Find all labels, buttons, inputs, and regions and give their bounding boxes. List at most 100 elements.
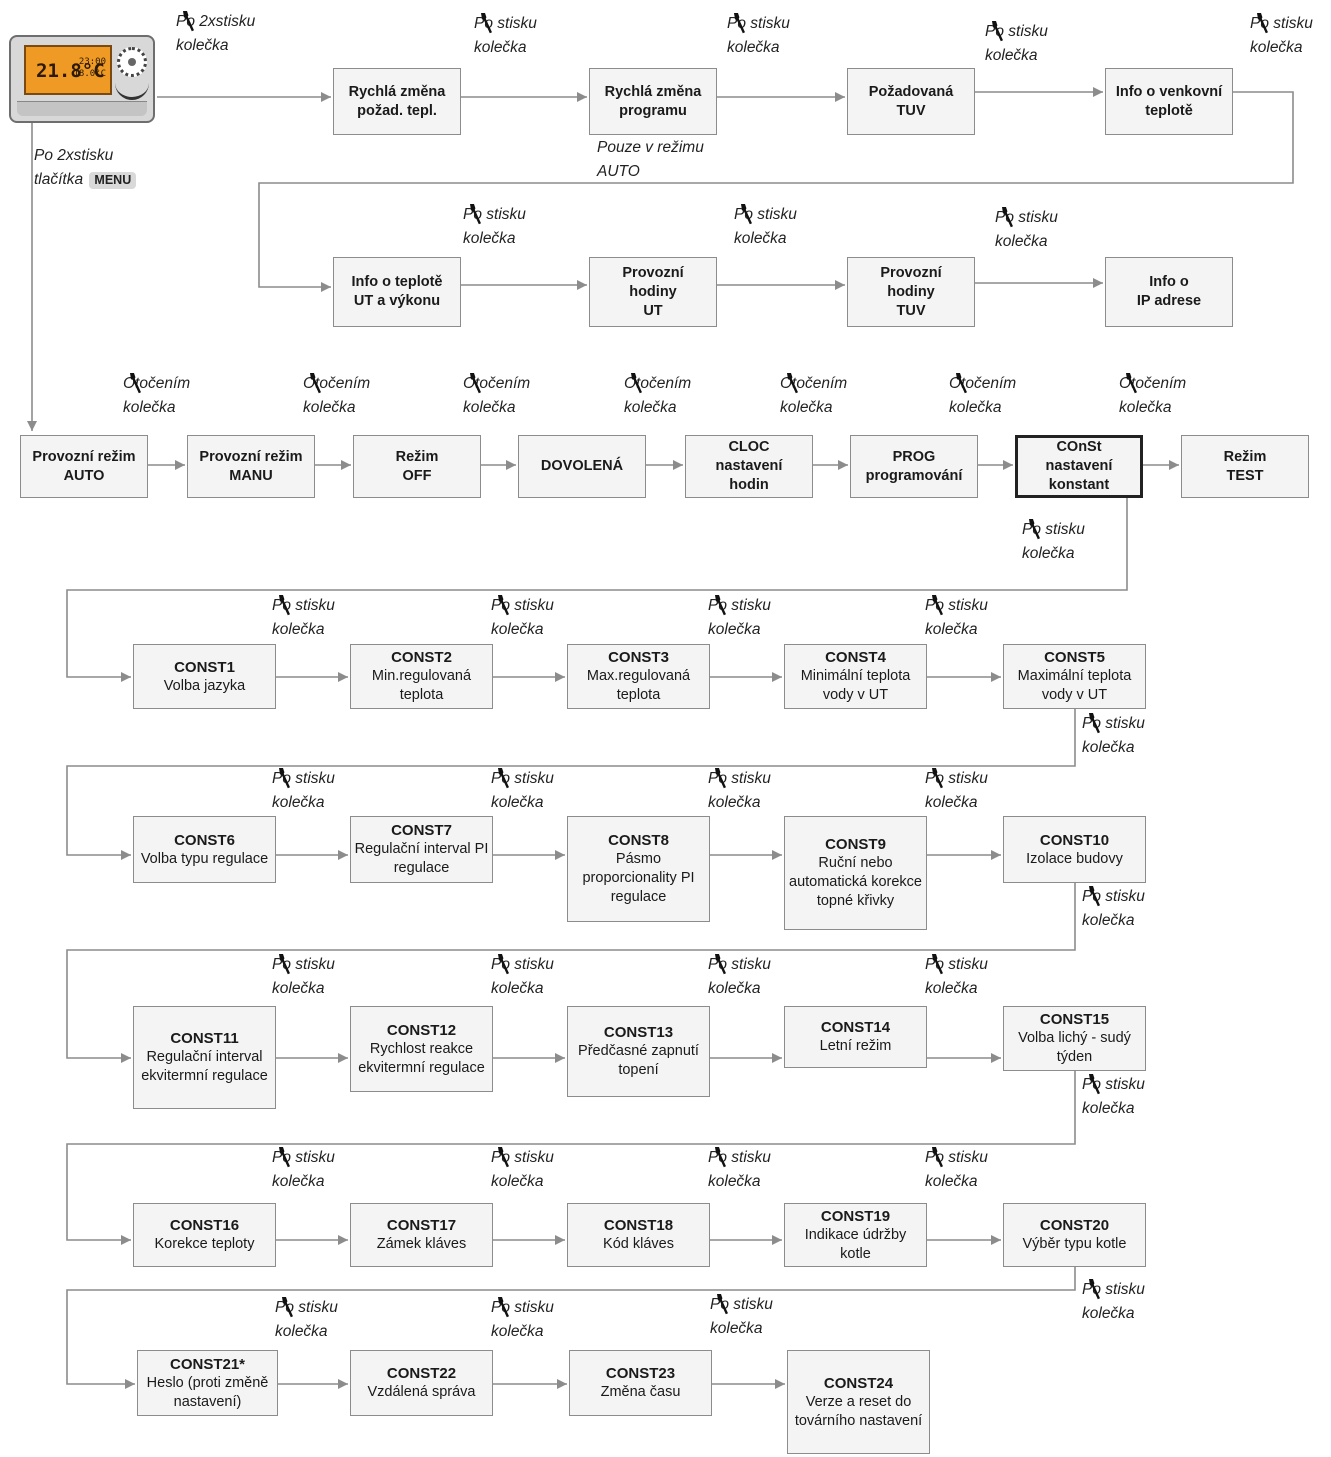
const-description: Pásmo proporcionality PI regulace	[582, 851, 695, 905]
wrench-icon	[282, 1297, 293, 1318]
lcd-setpoint: 18.0°C	[73, 69, 106, 79]
const-description: Maximální teplota vody v UT	[1017, 668, 1132, 703]
label-line-2: kolečka	[275, 1323, 328, 1340]
box-mode-off-label: Režim OFF	[395, 448, 439, 484]
wrench-icon	[717, 1294, 728, 1315]
wrench-icon	[470, 204, 481, 225]
label-line-2: kolečka	[925, 980, 978, 997]
wrench-icon	[715, 768, 726, 789]
label-line-2: kolečka	[1119, 399, 1172, 416]
const-description: Max.regulovaná teplota	[586, 668, 691, 703]
const-id: CONST3	[608, 649, 669, 666]
const-id: CONST8	[608, 832, 669, 849]
label-line-2: kolečka	[491, 980, 544, 997]
box-mode-auto: Provozní režim AUTO	[20, 435, 148, 498]
wrench-icon	[279, 768, 290, 789]
const-description: Volba typu regulace	[140, 850, 269, 867]
label-line-2: kolečka	[925, 1173, 978, 1190]
label-line-2: kolečka	[272, 980, 325, 997]
box-heating-temp-info: Info o teplotě UT a výkonu	[333, 257, 461, 327]
const-description: Rychlost reakce ekvitermní regulace	[358, 1040, 485, 1076]
lcd-display: 21.8°C 23:00 18.0°C	[24, 45, 112, 95]
label-line-2: kolečka	[303, 399, 356, 416]
box-hours-tuv: Provozní hodiny TUV	[847, 257, 975, 327]
wrench-icon	[715, 1147, 726, 1168]
box-quick-program-label: Rychlá změna programu	[604, 83, 702, 119]
wrench-icon	[932, 1147, 943, 1168]
wrench-icon	[279, 954, 290, 975]
const-description: Korekce teploty	[154, 1236, 255, 1252]
device-base	[17, 101, 147, 116]
label-line-1: Otočením	[463, 375, 531, 392]
label-line-2: kolečka	[474, 39, 527, 56]
label-line-2: kolečka	[463, 399, 516, 416]
wrench-icon	[498, 595, 509, 616]
wrench-icon	[1089, 886, 1100, 907]
wrench-icon	[1029, 519, 1040, 540]
lcd-time: 23:00	[78, 57, 106, 67]
const-id: CONST7	[391, 822, 452, 839]
wrench-icon	[279, 1147, 290, 1168]
const-id: CONST9	[825, 836, 886, 853]
const-id: CONST21*	[169, 1355, 246, 1373]
box-outdoor-temp-info-label: Info o venkovní teplotě	[1115, 83, 1223, 119]
box-mode-manu-label: Provozní režim MANU	[199, 448, 303, 484]
connector-arrow	[66, 1071, 1076, 1245]
box-mode-auto-label: Provozní režim AUTO	[32, 448, 136, 484]
const-description: Předčasné zapnutí topení	[578, 1043, 699, 1078]
wrench-icon	[715, 595, 726, 616]
connector-arrow	[66, 709, 1076, 860]
wrench-icon	[470, 373, 481, 394]
label-line-1: Otočením	[123, 375, 191, 392]
label-line-2: kolečka	[1082, 1100, 1135, 1117]
label-line-2: kolečka	[708, 980, 761, 997]
label-line-2: tlačítka	[34, 171, 84, 188]
wrench-icon	[932, 595, 943, 616]
label-auto-only: Pouze v režimu AUTO	[597, 136, 704, 184]
const-id: CONST15	[1039, 1011, 1110, 1028]
label-line-2: kolečka	[272, 1173, 325, 1190]
label-line-1: Otočením	[949, 375, 1017, 392]
label-line-2: kolečka	[272, 621, 325, 638]
const-id: CONST18	[603, 1217, 674, 1234]
const-description: Verze a reset do továrního nastavení	[794, 1393, 923, 1429]
label-line-2: kolečka	[949, 399, 1002, 416]
label-line-2: kolečka	[1082, 1305, 1135, 1322]
label-line-1: Otočením	[780, 375, 848, 392]
label-line-2: kolečka	[491, 621, 544, 638]
label-line-2: kolečka	[708, 1173, 761, 1190]
box-ip-info-label: Info o IP adrese	[1136, 274, 1202, 309]
const-id: CONST11	[170, 1030, 239, 1047]
label-line-1: Otočením	[303, 375, 371, 392]
const-id: CONST6	[174, 831, 235, 849]
box-const21: CONST21*Heslo (proti změně nastavení)	[137, 1350, 278, 1416]
const-description: Letní režim	[819, 1038, 892, 1054]
box-mode-test-label: Režim TEST	[1223, 448, 1267, 484]
const-description: Regulační interval ekvitermní regulace	[141, 1049, 268, 1084]
const-id: CONST10	[1039, 831, 1110, 849]
const-description: Minimální teplota vody v UT	[800, 668, 911, 703]
wrench-icon	[1002, 207, 1013, 228]
label-line-1: Pouze v režimu	[597, 139, 704, 156]
